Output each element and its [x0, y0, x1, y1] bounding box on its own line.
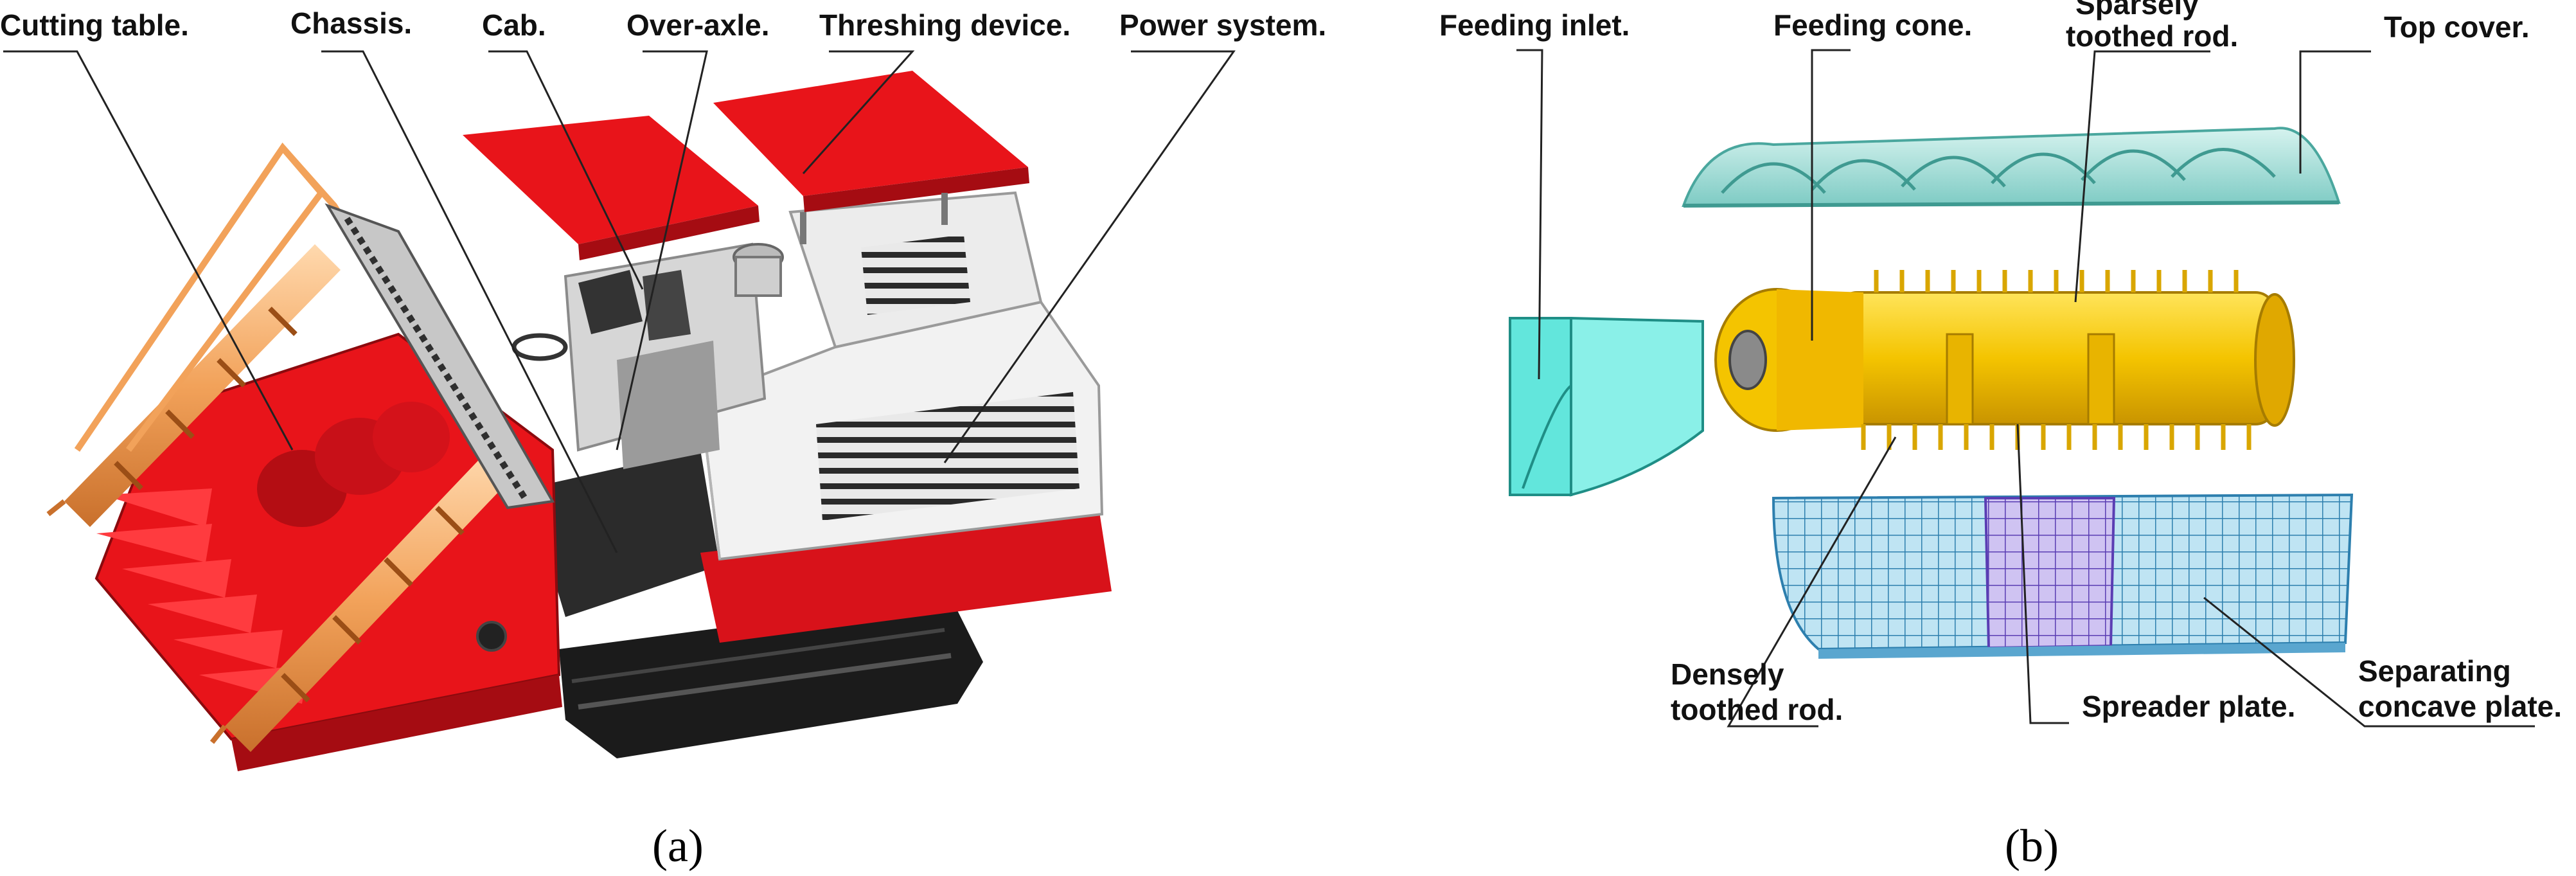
leader-lines-b — [1516, 49, 2535, 728]
auger-upper — [46, 244, 341, 527]
leader-lines-a — [3, 50, 1236, 553]
threshing-roof — [713, 71, 1028, 196]
threshing-rotor — [1714, 270, 2295, 450]
label-over-axle: Over-axle. — [626, 8, 769, 42]
label-feeding-cone: Feeding cone. — [1773, 8, 1972, 42]
power-system-grille — [816, 392, 1079, 521]
label-top-cover: Top cover. — [2384, 10, 2530, 44]
label-densely-line2: toothed rod. — [1671, 693, 1843, 726]
label-chassis: Chassis. — [290, 6, 412, 40]
label-spreader-plate: Spreader plate. — [2082, 690, 2295, 723]
label-densely-line1: Densely — [1671, 657, 1784, 691]
label-separating-line2: concave plate. — [2358, 690, 2562, 723]
label-feeding-inlet: Feeding inlet. — [1439, 8, 1630, 42]
top-cover — [1682, 127, 2341, 208]
caption-a: (a) — [652, 820, 704, 872]
cutting-table-body — [94, 332, 562, 771]
label-separating-line1: Separating — [2358, 654, 2511, 688]
steering-wheel — [511, 333, 568, 361]
threshing-vent — [861, 235, 970, 315]
feeding-inlet — [1509, 316, 1704, 497]
label-threshing-device: Threshing device. — [819, 8, 1070, 42]
chassis-body — [527, 450, 720, 617]
label-power-system: Power system. — [1119, 8, 1326, 42]
label-sparsely-line2: toothed rod. — [2066, 19, 2238, 53]
auger-lower — [209, 450, 514, 752]
label-cutting-table: Cutting table. — [0, 8, 189, 42]
track-assembly — [559, 598, 983, 758]
operator-seat — [578, 270, 691, 341]
label-sparsely-line1: Sparsely — [2075, 0, 2199, 21]
harvester-drawing — [46, 71, 1112, 771]
caption-b: (b) — [2005, 820, 2059, 872]
threshing-exploded-drawing — [1509, 127, 2354, 659]
label-cab: Cab. — [482, 8, 546, 42]
separating-concave — [1772, 493, 2354, 659]
